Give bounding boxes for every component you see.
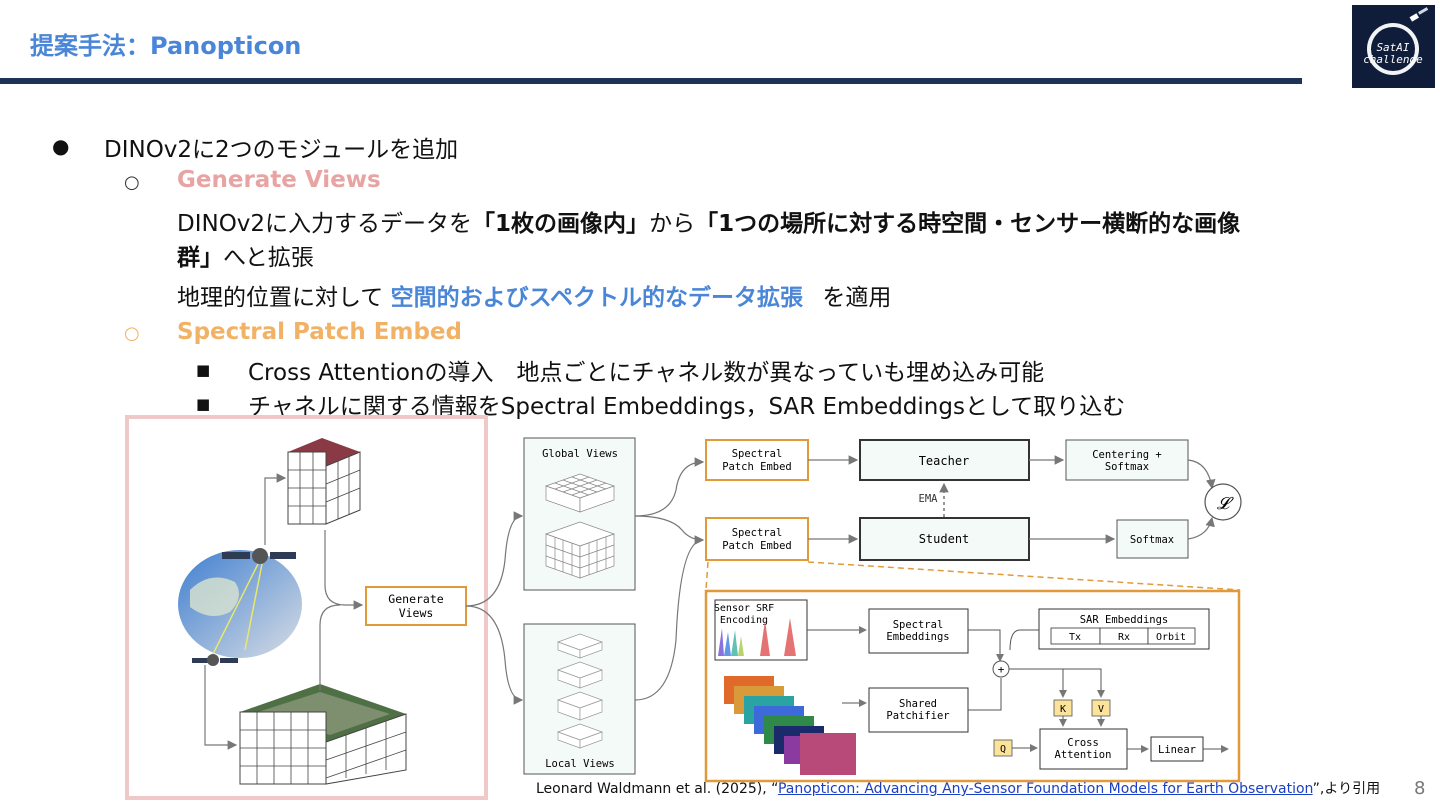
local-view-stack bbox=[556, 633, 604, 749]
citation: Leonard Waldmann et al. (2025), “Panopti… bbox=[536, 778, 1380, 798]
global-views-label: Global Views bbox=[542, 448, 618, 460]
generate-views-box bbox=[365, 586, 467, 626]
logo-text-2: challenge bbox=[1363, 53, 1423, 66]
text-span: 地理的位置に対して bbox=[177, 285, 384, 311]
generate-views-panel bbox=[125, 415, 488, 800]
page-title: 提案手法：Panopticon bbox=[30, 32, 302, 60]
shared-patchifier-label: Patchifier bbox=[886, 710, 949, 722]
cross-attention-label: Cross bbox=[1067, 737, 1099, 749]
teacher-label: Teacher bbox=[919, 454, 970, 468]
bullet-square: ■ bbox=[196, 395, 211, 413]
loss-node bbox=[1204, 483, 1242, 521]
sensor-beam bbox=[209, 563, 259, 661]
citation-suffix: ”,より引用 bbox=[1312, 781, 1381, 797]
global-view-cube bbox=[544, 473, 616, 513]
generate-views-line-3: 地理的位置に対して 空間的およびスペクトル的なデータ拡張 を適用 bbox=[177, 278, 891, 312]
sar-rx-label: Rx bbox=[1118, 632, 1130, 643]
centering-softmax-box bbox=[1065, 439, 1189, 481]
softmax-box bbox=[1116, 519, 1189, 559]
text-span: を適用 bbox=[822, 285, 892, 311]
linear-box bbox=[1150, 736, 1204, 762]
spe-label: Spectral bbox=[732, 448, 783, 460]
spe-label: Patch Embed bbox=[722, 461, 792, 473]
earth-globe bbox=[178, 550, 302, 658]
query-label: Q bbox=[1000, 744, 1006, 755]
sensor-srf-label: Sensor SRF bbox=[714, 603, 774, 614]
landmass bbox=[190, 577, 239, 616]
sum-symbol: + bbox=[998, 663, 1005, 676]
sar-tx-label: Tx bbox=[1069, 632, 1081, 643]
text-span-bold: 群」 bbox=[177, 245, 223, 271]
cross-attention-box bbox=[1039, 728, 1128, 770]
softmax-label: Softmax bbox=[1130, 534, 1174, 546]
text-span: へと拡張 bbox=[223, 245, 314, 271]
text-span: DINOv2に入力するデータを bbox=[177, 211, 473, 237]
text-span-blue: 空間的およびスペクトル的なデータ拡張 bbox=[390, 285, 804, 311]
cross-attention-label: Attention bbox=[1055, 749, 1112, 761]
key-label: K bbox=[1060, 704, 1066, 715]
sar-embeddings-label: SAR Embeddings bbox=[1080, 614, 1169, 626]
spe-line-1: Cross Attentionの導入 地点ごとにチャネル数が異なっていも埋め込み… bbox=[248, 360, 1045, 386]
satellite-icon bbox=[192, 654, 238, 666]
centering-softmax-label: Centering + bbox=[1092, 449, 1162, 461]
logo-graphic: SatAI challenge bbox=[1363, 7, 1429, 75]
text-span-bold: 「1枚の画像内」 bbox=[472, 211, 650, 237]
title-underline bbox=[0, 78, 1302, 84]
shared-patchifier-label: Shared bbox=[899, 698, 937, 710]
sensor-beam bbox=[244, 563, 263, 651]
ema-label: EMA bbox=[919, 493, 939, 505]
text-span: から bbox=[649, 211, 696, 237]
citation-prefix: Leonard Waldmann et al. (2025), “ bbox=[536, 781, 778, 797]
sub-bullet-circle: ○ bbox=[124, 172, 140, 193]
spectral-patch-embed-heading: Spectral Patch Embed bbox=[177, 319, 462, 345]
generate-views-label: Views bbox=[399, 606, 434, 620]
spectral-patch-embed-box bbox=[705, 439, 809, 481]
spectral-embeddings-label: Embeddings bbox=[886, 631, 949, 643]
bullet-dot: ● bbox=[52, 134, 70, 158]
citation-link[interactable]: Panopticon: Advancing Any-Sensor Foundat… bbox=[777, 781, 1313, 797]
spe-label: Patch Embed bbox=[722, 540, 792, 552]
generate-views-heading: Generate Views bbox=[177, 167, 381, 193]
page-number: 8 bbox=[1414, 778, 1426, 799]
shared-patchifier-box bbox=[868, 687, 969, 733]
global-view-cube bbox=[544, 521, 616, 579]
sar-orbit-label: Orbit bbox=[1156, 632, 1186, 643]
spe-label: Spectral bbox=[732, 527, 783, 539]
sar-image-cube bbox=[239, 684, 407, 785]
logo-text-1: SatAI bbox=[1376, 41, 1409, 54]
student-label: Student bbox=[919, 532, 970, 546]
satellite-icon bbox=[222, 548, 296, 564]
local-views-label: Local Views bbox=[545, 758, 615, 770]
spectral-patch-embed-box bbox=[705, 517, 809, 561]
value-label: V bbox=[1098, 704, 1104, 715]
multispectral-patches bbox=[724, 676, 856, 775]
generate-views-label: Generate bbox=[388, 592, 443, 606]
srf-curves bbox=[718, 618, 796, 656]
sub-bullet-circle: ○ bbox=[124, 323, 140, 344]
generate-views-line-1: DINOv2に入力するデータを「1枚の画像内」から「1つの場所に対する時空間・セ… bbox=[177, 204, 1240, 238]
text-span-bold: 「1つの場所に対する時空間・センサー横断的な画像 bbox=[695, 211, 1241, 237]
generate-views-line-2: 群」へと拡張 bbox=[177, 238, 314, 272]
centering-softmax-label: Softmax bbox=[1105, 461, 1149, 473]
spectral-embeddings-label: Spectral bbox=[893, 619, 944, 631]
satai-challenge-logo: SatAI challenge bbox=[1352, 5, 1435, 88]
spectral-embeddings-box bbox=[868, 608, 969, 654]
linear-label: Linear bbox=[1158, 744, 1196, 756]
sensor-srf-label: Encoding bbox=[720, 615, 768, 626]
bullet-main: DINOv2に2つのモジュールを追加 bbox=[104, 137, 459, 163]
bullet-square: ■ bbox=[196, 361, 211, 379]
multispectral-cube bbox=[287, 438, 361, 525]
